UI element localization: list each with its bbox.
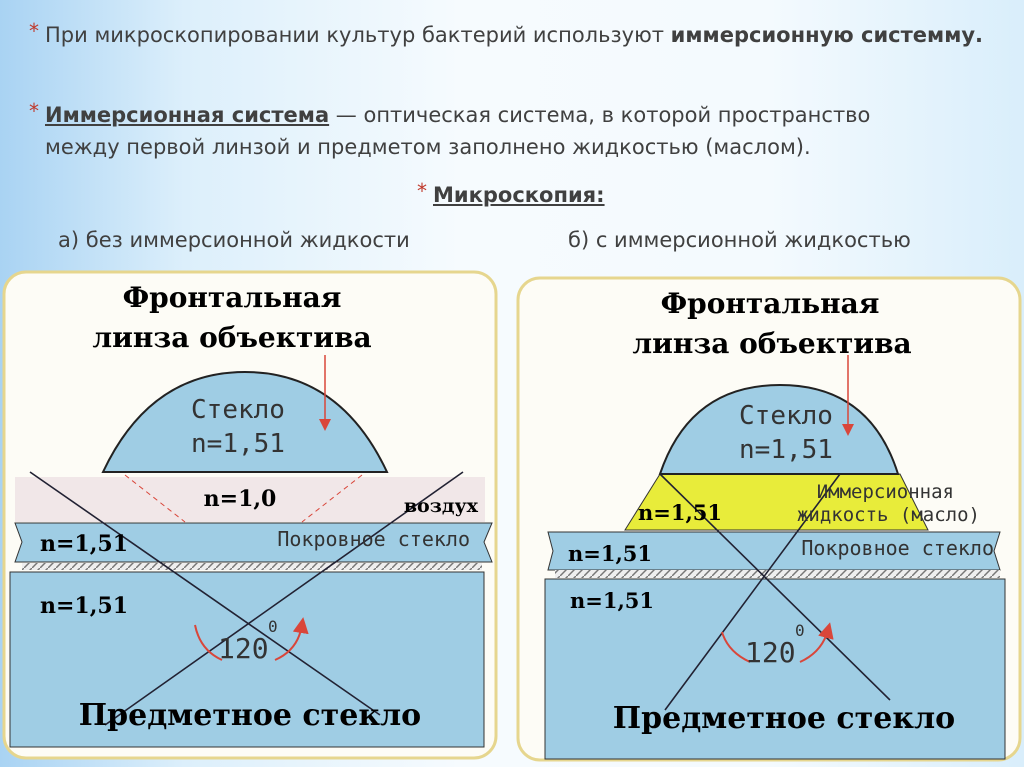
degree-sign: 0 [268, 617, 278, 636]
light-ray [659, 473, 891, 711]
angle-arrow [194, 625, 302, 661]
slide-label: Предметное стекло [613, 701, 955, 736]
lens-material: Стекло [739, 401, 833, 431]
cover-glass [14, 522, 493, 563]
air-layer [15, 477, 485, 522]
slide-glass [9, 571, 485, 748]
asterisk-icon: * [417, 179, 427, 203]
air-index: n=1,0 [204, 486, 277, 512]
microscopy-heading: Микроскопия: [433, 183, 605, 207]
caption-b: б) с иммерсионной жидкостью [568, 228, 911, 252]
light-ray [29, 471, 464, 726]
definition: — оптическая система, в которой простран… [329, 103, 871, 127]
lens-material: Стекло [191, 395, 285, 425]
lens-index: n=1,51 [191, 429, 285, 459]
asterisk-icon: * [29, 99, 39, 123]
lens-title: Фронтальная [661, 287, 880, 320]
caption-a: а) без иммерсионной жидкости [58, 228, 410, 252]
air-label: воздух [404, 495, 479, 517]
bullet-3: *Микроскопия: [417, 179, 605, 210]
slide-index: n=1,51 [570, 588, 654, 613]
lens-title: линза объектива [632, 327, 911, 360]
angle-arrow [721, 630, 828, 663]
definition-cont: между первой линзой и предметом заполнен… [45, 135, 811, 159]
slide-label: Предметное стекло [79, 698, 421, 733]
diagram-without-immersion: Фронтальная линза объектива Стекло n=1,5… [2, 270, 498, 760]
cover-index: n=1,51 [40, 531, 128, 557]
bullet-2: *Иммерсионная система — оптическая систе… [29, 99, 871, 130]
term: Иммерсионная система [45, 103, 330, 127]
angle-value: 120 [218, 632, 269, 665]
oil-index: n=1,51 [638, 500, 722, 525]
lens-title: линза объектива [92, 321, 371, 354]
bullet-1: *При микроскопировании культур бактерий … [29, 19, 1017, 51]
diagram-with-immersion: Фронтальная линза объектива Стекло n=1,5… [516, 276, 1022, 762]
specimen-layer [555, 570, 1000, 578]
angle-value: 120 [745, 636, 796, 669]
specimen-layer [22, 563, 482, 570]
oil-label: жидкость (масло) [797, 504, 980, 526]
cover-label: Покровное стекло [801, 536, 994, 560]
lens-index: n=1,51 [739, 435, 833, 465]
degree-sign: 0 [795, 621, 805, 640]
front-lens [658, 383, 900, 475]
slide-index: n=1,51 [40, 593, 128, 619]
cover-label: Покровное стекло [277, 527, 470, 551]
cover-index: n=1,51 [568, 541, 652, 566]
bullet-bold: иммерсионную системму. [670, 23, 984, 47]
bullet-text: При микроскопировании культур бактерий и… [45, 23, 671, 47]
slide-glass [544, 578, 1006, 760]
asterisk-icon: * [29, 19, 39, 43]
front-lens [101, 370, 389, 473]
oil-label: Иммерсионная [817, 481, 954, 503]
refracted-ray [124, 474, 363, 523]
lens-title: Фронтальная [123, 281, 342, 314]
